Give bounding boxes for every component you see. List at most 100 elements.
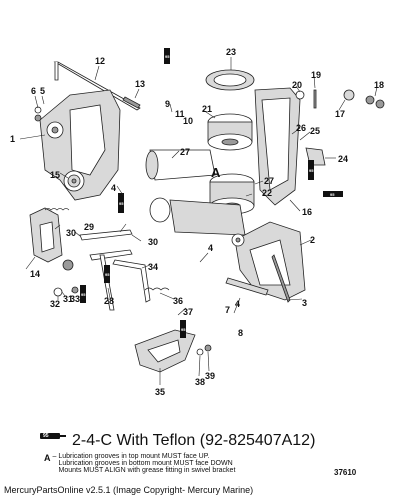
tilt-lock-wheel xyxy=(63,170,85,192)
callout-11: 11 xyxy=(175,109,185,119)
anode-plate-7 xyxy=(225,277,269,296)
bolt-19 xyxy=(313,89,317,109)
callout-25: 25 xyxy=(310,126,320,136)
grease-fitting-17 xyxy=(343,89,355,101)
callout-a: A xyxy=(211,165,221,180)
callout-24: 24 xyxy=(338,154,348,164)
lube-tube-icon: 95 xyxy=(40,432,66,440)
callout-29: 29 xyxy=(84,222,94,232)
tilt-lock-lever xyxy=(134,329,196,373)
lube-tube-code: 95 xyxy=(105,272,110,277)
lube-tube-7: 95 xyxy=(180,320,186,338)
callout-32: 32 xyxy=(50,299,60,309)
callout-20: 20 xyxy=(292,80,302,90)
callout-7: 7 xyxy=(225,305,230,315)
callout-22: 22 xyxy=(262,188,272,198)
callout-34: 34 xyxy=(148,262,158,272)
callout-23: 23 xyxy=(226,47,236,57)
spring-36 xyxy=(144,287,170,291)
callout-14: 14 xyxy=(30,269,40,279)
tilt-lock-pin-34 xyxy=(112,259,151,303)
link-rod-30 xyxy=(79,229,133,241)
lube-tube-code: 95 xyxy=(43,433,49,439)
upper-rubber-mount xyxy=(207,113,253,151)
callout-39: 39 xyxy=(205,371,215,381)
nut-32 xyxy=(53,287,63,297)
callout-4a: 4 xyxy=(111,183,116,193)
cap-18a xyxy=(365,95,375,105)
callout-33: 33 xyxy=(70,294,80,304)
callout-18: 18 xyxy=(374,80,384,90)
swivel-pin-tube xyxy=(145,149,216,223)
callout-19: 19 xyxy=(311,70,321,80)
lube-tube-5: 95 xyxy=(104,265,110,283)
callout-27a: 27 xyxy=(180,147,190,157)
mount-note: A – Lubrication grooves in top mount MUS… xyxy=(44,453,235,474)
callout-21: 21 xyxy=(202,104,212,114)
lube-tube-2: 95 xyxy=(118,193,124,213)
callout-8: 8 xyxy=(238,328,243,338)
note-marker: A xyxy=(44,453,51,463)
diagram-reference-number: 37610 xyxy=(334,468,357,477)
callout-4c: 4 xyxy=(235,299,240,309)
callout-27b: 27 xyxy=(264,176,274,186)
lube-tube-code: 95 xyxy=(309,168,314,173)
callout-17: 17 xyxy=(335,109,345,119)
washer-38 xyxy=(196,348,204,356)
cap-18b xyxy=(375,99,385,109)
tilt-lever xyxy=(29,207,63,263)
callout-35: 35 xyxy=(155,387,165,397)
note-line-3: Mounts MUST ALIGN with grease fitting in… xyxy=(58,467,236,474)
lube-tube-1: 95 xyxy=(164,48,170,64)
lower-yoke xyxy=(169,199,246,236)
nut-39 xyxy=(204,344,212,352)
swivel-bracket xyxy=(254,87,301,206)
lube-legend: 95 2-4-C With Teflon (92-825407A12) xyxy=(40,432,315,450)
copyright-text: MercuryPartsOnline v2.5.1 (Image Copyrig… xyxy=(4,485,254,495)
bolt-3 xyxy=(271,254,291,303)
link-rod-30b xyxy=(89,249,133,261)
clamp-bracket-left xyxy=(39,89,121,201)
callout-16: 16 xyxy=(302,207,312,217)
washer-33 xyxy=(71,286,79,294)
clamp-bracket-right xyxy=(231,221,306,301)
note-line-1: – Lubrication grooves in top mount MUST … xyxy=(52,453,210,460)
callout-4b: 4 xyxy=(208,243,213,253)
screw-13 xyxy=(122,96,141,109)
lube-tube-code: 95 xyxy=(119,201,124,206)
callout-30b: 30 xyxy=(148,237,158,247)
lube-tube-code: 95 xyxy=(165,54,170,59)
top-mount-ring xyxy=(205,69,255,91)
callout-6: 6 xyxy=(31,86,36,96)
callout-26: 26 xyxy=(296,123,306,133)
callout-37: 37 xyxy=(183,307,193,317)
leader-lines xyxy=(19,57,378,385)
callout-5: 5 xyxy=(40,86,45,96)
callout-2: 2 xyxy=(310,235,315,245)
nut-6 xyxy=(34,114,42,122)
callout-12: 12 xyxy=(95,56,105,66)
callout-3: 3 xyxy=(302,298,307,308)
lube-tube-6: 95 xyxy=(80,285,86,303)
callout-9: 9 xyxy=(165,99,170,109)
lube-tube-4: 95 xyxy=(323,191,343,197)
spring-29 xyxy=(44,208,70,211)
bushing-31 xyxy=(62,259,74,271)
callout-1: 1 xyxy=(10,134,15,144)
callout-31: 31 xyxy=(63,294,73,304)
lube-tube-code: 95 xyxy=(81,292,86,297)
callout-28: 28 xyxy=(104,296,114,306)
lube-tube-code: 95 xyxy=(330,192,335,197)
note-line-2: Lubrication grooves in bottom mount MUST… xyxy=(58,460,233,467)
callout-15: 15 xyxy=(50,170,60,180)
callout-13: 13 xyxy=(135,79,145,89)
lube-tube-code: 95 xyxy=(181,327,186,332)
callout-36: 36 xyxy=(173,296,183,306)
washer-20 xyxy=(295,90,305,100)
callout-10: 10 xyxy=(183,116,193,126)
callout-30a: 30 xyxy=(66,228,76,238)
callout-38: 38 xyxy=(195,377,205,387)
lube-tube-3: 95 xyxy=(308,160,314,180)
lube-legend-text: 2-4-C With Teflon (92-825407A12) xyxy=(72,432,316,449)
